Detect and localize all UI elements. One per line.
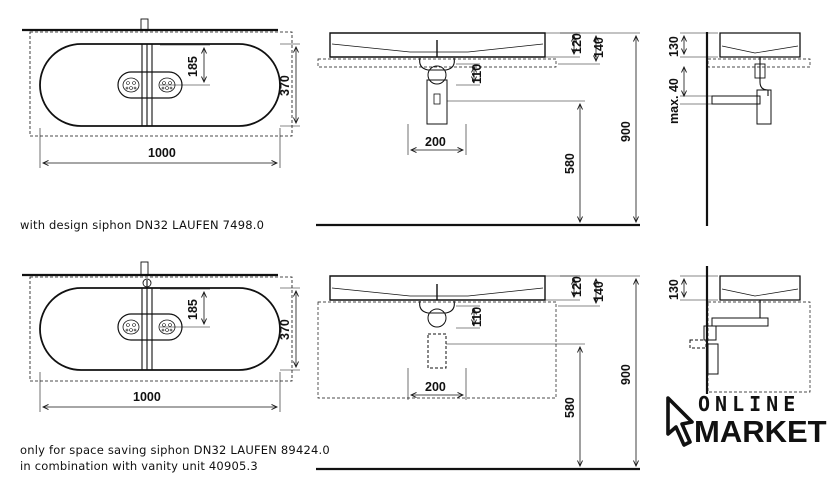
logo-market-text: MARKET [694, 414, 827, 449]
dim-110-label: 110 [470, 64, 484, 84]
caption-siphon-design: with design siphon DN32 LAUFEN 7498.0 [20, 218, 265, 232]
dim-200-label-2: 200 [425, 380, 446, 394]
dim-185-label: 185 [186, 56, 200, 77]
top-view-2 [22, 261, 300, 412]
dim-580-label-2: 580 [563, 397, 577, 418]
dim-185-label-2: 185 [186, 299, 200, 320]
dim-370-label-2: 370 [278, 319, 292, 340]
dim-1000-label: 1000 [148, 146, 176, 160]
front-view-1 [316, 32, 640, 227]
side-view-1 [680, 32, 811, 226]
basin-outline [39, 43, 281, 127]
dim-max40-label: max. 40 [667, 78, 681, 124]
front-view-2 [316, 275, 640, 471]
vanity-outline [29, 31, 293, 137]
dim-130-label-2: 130 [667, 279, 681, 300]
dim-900-label: 900 [619, 121, 633, 142]
vanity-unit-outline [317, 301, 557, 399]
dim-120-label-2: 120 [570, 276, 584, 297]
top-view-1 [22, 18, 300, 168]
online-market-logo: ONLINE MARKET [664, 392, 832, 452]
cursor-arrow-icon [666, 396, 694, 447]
side-view-2 [680, 266, 811, 394]
siphon-body [426, 79, 448, 125]
dim-900-label-2: 900 [619, 364, 633, 385]
dim-1000-label-2: 1000 [133, 390, 161, 404]
dim-140-label: 140 [592, 37, 606, 58]
dim-200-label: 200 [425, 135, 446, 149]
logo-online-text: ONLINE [698, 392, 801, 416]
dim-370-label: 370 [278, 75, 292, 96]
dim-110-label-2: 110 [470, 307, 484, 327]
dim-140-label-2: 140 [592, 281, 606, 302]
caption-space-saving-siphon: only for space saving siphon DN32 LAUFEN… [20, 443, 330, 457]
dim-130-label: 130 [667, 36, 681, 57]
drain-grate-icon [122, 77, 140, 93]
dim-120-label: 120 [570, 33, 584, 54]
countertop-section [317, 58, 557, 68]
tap-stub [140, 18, 149, 31]
dim-580-label: 580 [563, 153, 577, 174]
caption-vanity-unit: in combination with vanity unit 40905.3 [20, 459, 258, 473]
